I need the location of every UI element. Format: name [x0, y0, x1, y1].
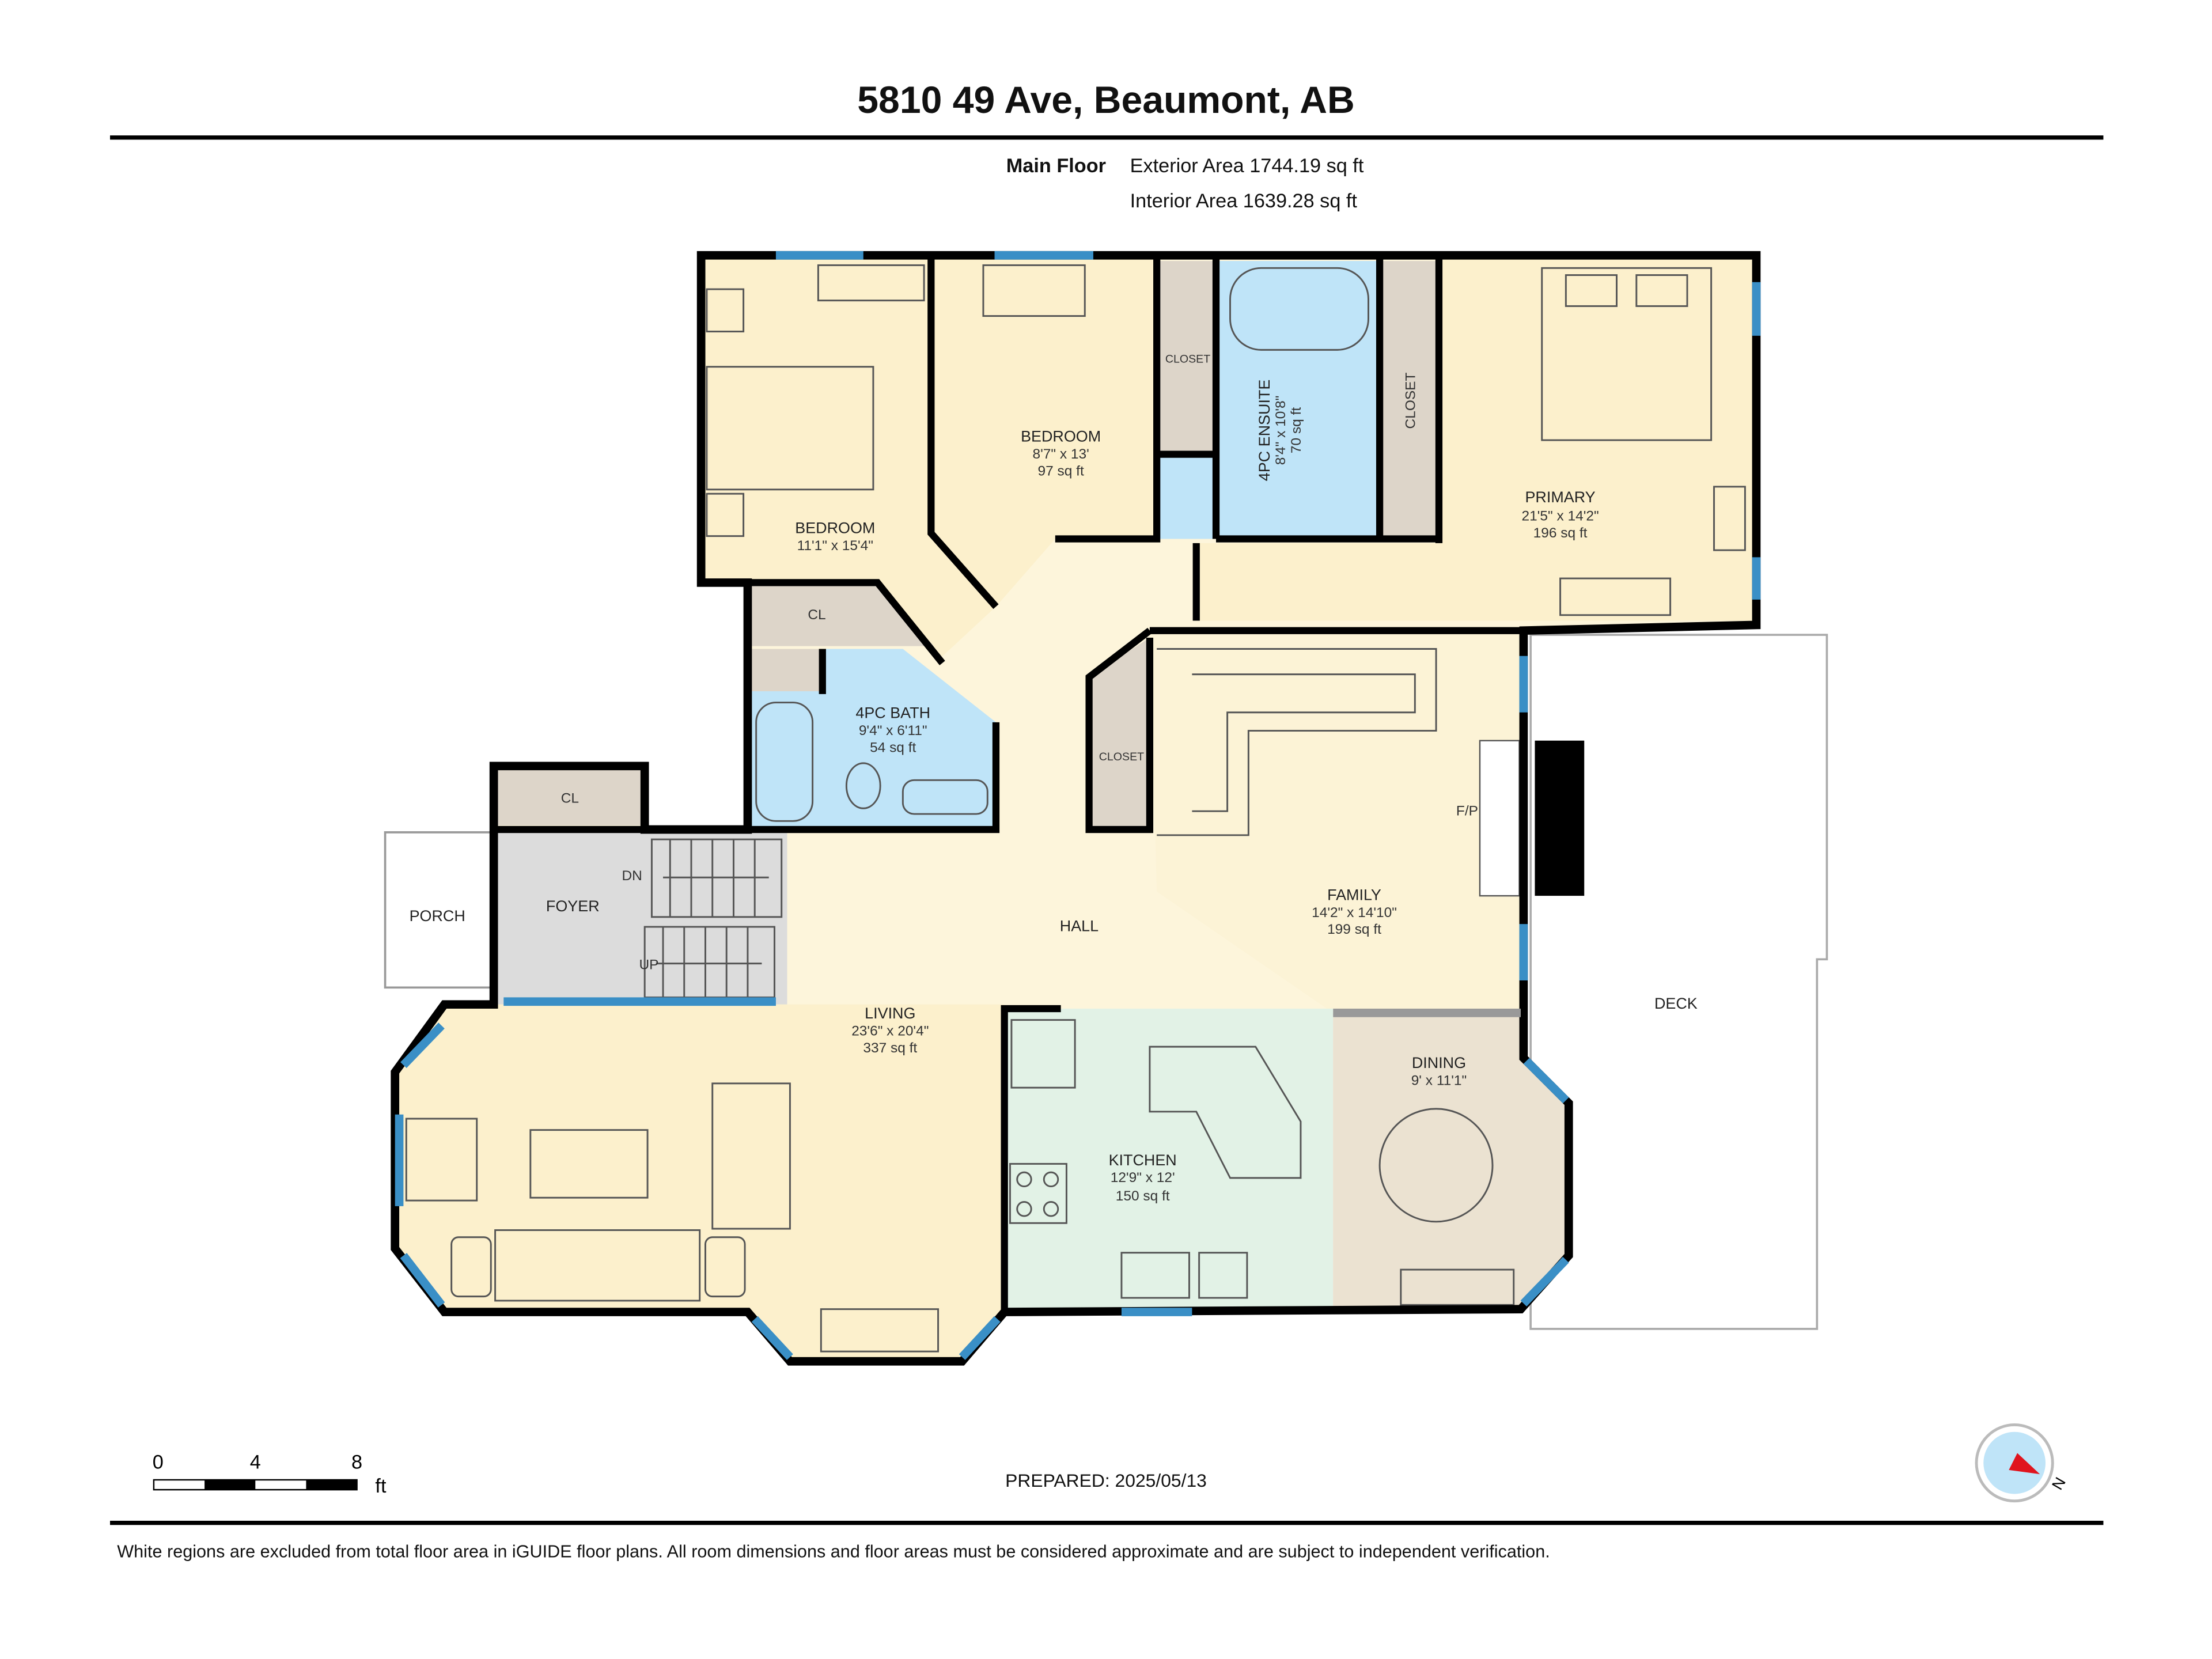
ensuite-area-text: 70 sq ft: [1289, 407, 1304, 453]
kitchen-dims: 12'9" x 12': [1111, 1170, 1175, 1185]
fireplace-label: F/P: [1456, 804, 1478, 819]
windows: [395, 251, 1761, 1360]
interior-walls: [494, 258, 1524, 1312]
cl-foyer-label: CL: [561, 790, 579, 806]
scale-unit: ft: [375, 1475, 387, 1497]
linen-closet-area: [747, 649, 823, 691]
bed-1: [706, 366, 874, 491]
interior-area: Interior Area 1639.28 sq ft: [1130, 190, 1358, 212]
closet-bed2-area: [1157, 261, 1217, 454]
family-area: [1149, 630, 1524, 1013]
bath-area-text: 54 sq ft: [870, 740, 916, 755]
foyer-name: FOYER: [546, 897, 600, 915]
deck-area: [1529, 634, 1828, 1330]
page-title: 5810 49 Ave, Beaumont, AB: [857, 79, 1354, 122]
dining-table: [1378, 1108, 1494, 1223]
bath-tub: [755, 702, 814, 822]
cl-bed1-label: CL: [808, 607, 825, 623]
ensuite-tub: [1229, 267, 1369, 351]
bedroom-1-dims: 11'1" x 15'4": [797, 538, 873, 554]
porch-name: PORCH: [410, 907, 465, 925]
closet-family-label: CLOSET: [1099, 751, 1144, 763]
primary-area-text: 196 sq ft: [1533, 525, 1588, 541]
living-area-text: 337 sq ft: [863, 1040, 917, 1056]
dining-dims: 9' x 11'1": [1411, 1073, 1467, 1088]
compass-north-label: N: [2048, 1475, 2069, 1493]
living-dims: 23'6" x 20'4": [851, 1024, 929, 1039]
prepared-date: PREPARED: 2025/05/13: [1005, 1470, 1207, 1491]
footer-divider: [110, 1521, 2104, 1525]
closet-primary-label: CLOSET: [1403, 373, 1418, 429]
coffee-table: [529, 1129, 649, 1199]
bath-area: [747, 649, 996, 830]
closet-bed2-label: CLOSET: [1165, 353, 1210, 365]
bedroom-1-name: BEDROOM: [795, 520, 875, 537]
dining-name: DINING: [1412, 1054, 1466, 1071]
ensuite-area: [1216, 261, 1380, 539]
fireplace: [1535, 740, 1585, 896]
disclaimer: White regions are excluded from total fl…: [117, 1542, 1550, 1562]
furniture: [405, 264, 1746, 1353]
loveseat: [711, 1082, 791, 1230]
living-name: LIVING: [865, 1005, 915, 1022]
bedroom-2-dims: 8'7" x 13': [1032, 446, 1089, 462]
kitchen-area: [1004, 1009, 1334, 1312]
kitchen-area-text: 150 sq ft: [1116, 1188, 1170, 1204]
dining-area: [1333, 1013, 1569, 1309]
kitchen-name: KITCHEN: [1109, 1152, 1177, 1169]
header-divider: [110, 135, 2104, 140]
compass-icon: N: [1975, 1423, 2069, 1503]
hall-name: HALL: [1060, 917, 1099, 934]
ensuite-label: 4PC ENSUITE 8'4" x 10'8" 70 sq ft: [1256, 380, 1304, 482]
bedroom-2-name: BEDROOM: [1021, 428, 1101, 445]
desk: [982, 264, 1086, 317]
primary-dims: 21'5" x 14'2": [1521, 509, 1599, 524]
scale-tick-0: 0: [153, 1451, 164, 1473]
closet-primary-area: [1380, 261, 1439, 539]
cl-foyer-area: [494, 766, 645, 825]
scale-tick-8: 8: [351, 1451, 362, 1473]
deck-name: DECK: [1654, 995, 1698, 1012]
family-area-text: 199 sq ft: [1327, 922, 1381, 937]
exterior-area: Exterior Area 1744.19 sq ft: [1130, 155, 1364, 177]
stairs-up-label: UP: [639, 957, 659, 972]
living-area: [395, 1004, 1005, 1362]
bedroom-1-area: [701, 255, 996, 661]
fireplace-hearth: [1479, 740, 1520, 897]
family-dims: 14'2" x 14'10": [1312, 905, 1397, 921]
floor-name: Main Floor: [1006, 155, 1106, 177]
ensuite-name: 4PC ENSUITE: [1256, 380, 1273, 482]
ensuite-dims: 8'4" x 10'8": [1273, 396, 1289, 465]
scale-tick-4: 4: [250, 1451, 261, 1473]
ensuite-shower: [1160, 454, 1239, 539]
bath-name: 4PC BATH: [855, 704, 930, 722]
bath-dims: 9'4" x 6'11": [859, 723, 927, 738]
family-name: FAMILY: [1327, 886, 1381, 903]
sofa: [494, 1229, 701, 1302]
stairs-down: [650, 838, 783, 918]
bedroom-2-area: [931, 255, 1157, 607]
primary-name: PRIMARY: [1525, 488, 1595, 506]
bed-primary: [1541, 267, 1713, 441]
closet-family-area: [1089, 637, 1150, 830]
stairs-down-label: DN: [622, 868, 642, 884]
armchair: [405, 1118, 478, 1202]
primary-area: [1196, 255, 1756, 621]
bedroom-2-area-text: 97 sq ft: [1037, 463, 1084, 479]
scale-bar: 0 4 8 ft: [153, 1451, 387, 1497]
